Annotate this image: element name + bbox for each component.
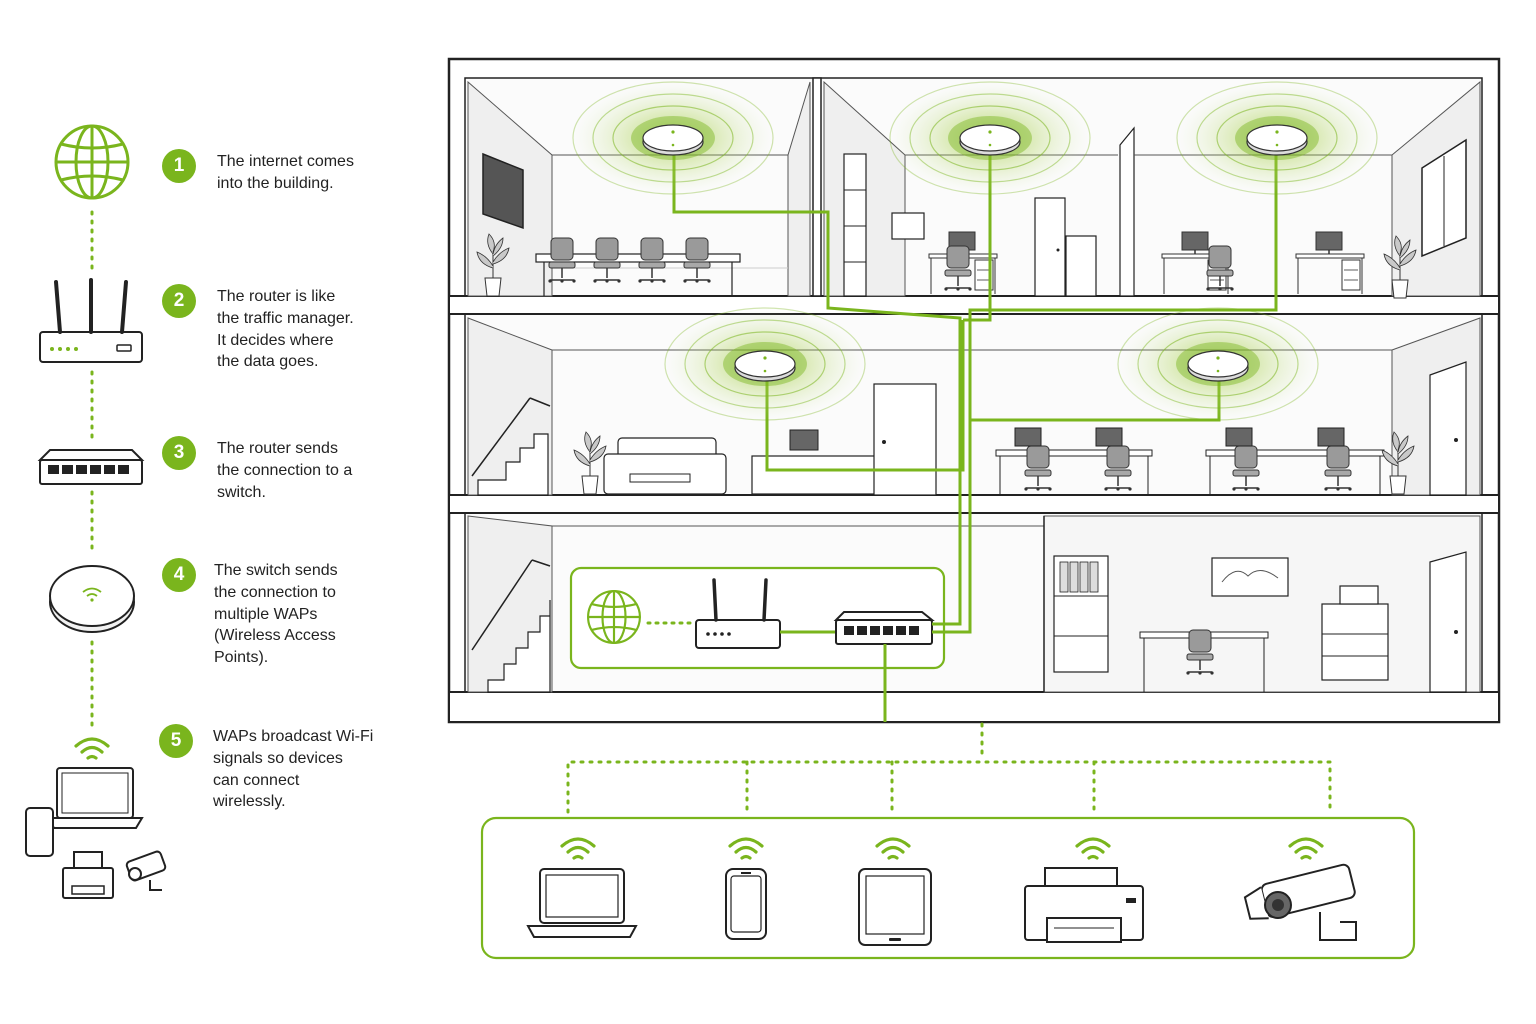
wap-top-left bbox=[572, 81, 774, 195]
step-5: 5 WAPs broadcast Wi-Fi signals so device… bbox=[159, 724, 403, 813]
step-badge: 3 bbox=[162, 436, 196, 470]
step-4: 4 The switch sends the connection to mul… bbox=[162, 558, 404, 669]
device-links bbox=[566, 722, 1332, 814]
step-2: 2 The router is like the traffic manager… bbox=[162, 284, 407, 373]
ground-floor bbox=[467, 515, 1481, 693]
wap-top-right bbox=[1176, 81, 1378, 195]
devices-panel bbox=[480, 816, 1416, 960]
step-badge: 4 bbox=[162, 558, 196, 592]
network-switch-icon bbox=[833, 611, 935, 645]
step-badge: 2 bbox=[162, 284, 196, 318]
router-device-icon bbox=[695, 578, 781, 649]
step-text: The router is like the traffic manager. … bbox=[217, 288, 354, 371]
wap-middle-right bbox=[1117, 307, 1319, 421]
wap-middle-left bbox=[664, 307, 866, 421]
step-text: The internet comes into the building. bbox=[217, 153, 354, 192]
top-floor bbox=[467, 77, 1481, 299]
switch-icon bbox=[37, 449, 145, 485]
step-text: The switch sends the connection to multi… bbox=[214, 562, 338, 667]
network-closet bbox=[569, 566, 946, 670]
middle-floor bbox=[467, 317, 1481, 496]
step-1: 1 The internet comes into the building. bbox=[162, 149, 407, 195]
step-text: WAPs broadcast Wi-Fi signals so devices … bbox=[213, 728, 374, 811]
globe-icon bbox=[54, 124, 130, 200]
smartphone-icon bbox=[725, 837, 767, 940]
wap-top-middle bbox=[889, 81, 1091, 195]
router-icon bbox=[39, 278, 143, 363]
step-text: The router sends the connection to a swi… bbox=[217, 440, 353, 501]
tablet-icon bbox=[858, 837, 932, 946]
security-camera-icon bbox=[1243, 837, 1357, 941]
printer-icon bbox=[1024, 837, 1144, 943]
step-badge: 5 bbox=[159, 724, 193, 758]
step-3: 3 The router sends the connection to a s… bbox=[162, 436, 407, 503]
step-badge: 1 bbox=[162, 149, 196, 183]
wap-icon bbox=[49, 565, 135, 633]
laptop-icon bbox=[526, 837, 638, 938]
internet-globe-icon bbox=[587, 590, 641, 644]
devices-icon bbox=[25, 737, 167, 899]
